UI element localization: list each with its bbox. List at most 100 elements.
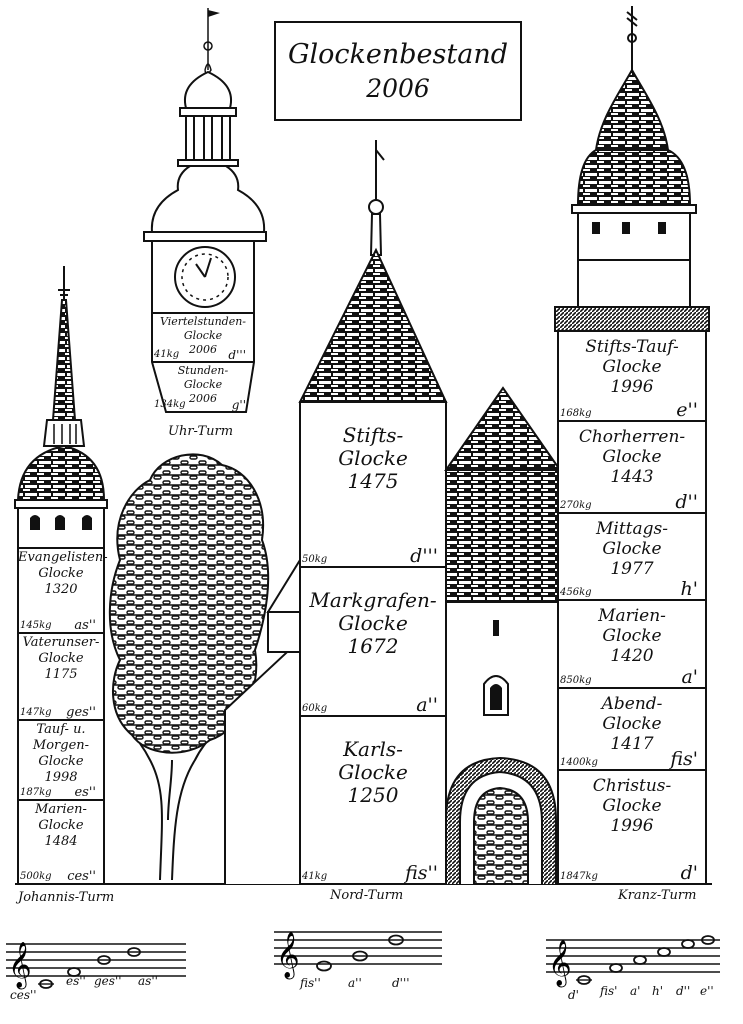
bell-weight: 1847kg — [560, 871, 598, 882]
bell-weight: 270kg — [560, 500, 592, 511]
staff-middle: 𝄞 — [274, 931, 442, 980]
uhr-tower-drawing — [143, 8, 267, 413]
bell-weight: 147kg — [20, 707, 52, 718]
bell-name-line: Viertelstunden- — [159, 315, 247, 328]
bell-weight: 60kg — [302, 703, 328, 714]
bell-weight: 187kg — [20, 787, 52, 798]
svg-text:𝄞: 𝄞 — [276, 932, 300, 980]
note-label-middle: d''' — [392, 976, 410, 990]
bell-name-line: Glocke — [38, 818, 84, 833]
connecting-building-drawing — [224, 556, 301, 884]
bell-name-line: 1484 — [44, 834, 78, 849]
bell-name-line: Marien- — [35, 802, 87, 817]
bell-name-line: Glocke — [338, 446, 408, 470]
bell-tone: as'' — [74, 618, 96, 633]
note-label-right: e'' — [700, 984, 714, 998]
bell-name-line: Tauf- u. — [36, 722, 86, 737]
bell-name-line: Markgrafen- — [309, 588, 437, 612]
staff-right: 𝄞 — [546, 935, 720, 988]
bell-weight: 168kg — [560, 408, 592, 419]
bell-tone: h' — [680, 578, 698, 600]
bell-weight: 41kg — [302, 871, 328, 882]
nord-tower-drawing — [298, 140, 448, 885]
note-label-left: ges'' — [94, 974, 122, 988]
kranz-tower-drawing — [554, 6, 710, 885]
tree-drawing — [108, 453, 270, 881]
bell-name-line: 1417 — [610, 734, 654, 754]
bell-name-line: Abend- — [601, 694, 663, 714]
note-label-left: ces'' — [10, 988, 37, 1002]
bell-tone: a' — [681, 666, 698, 688]
bell-name-line: 1996 — [610, 816, 654, 836]
bell-name-line: 2006 — [189, 392, 217, 405]
bell-name-line: Morgen- — [32, 738, 90, 753]
bell-name-line: 1320 — [44, 582, 78, 597]
tower-name-johannis: Johannis-Turm — [18, 890, 115, 905]
bell-name-line: 1672 — [347, 634, 399, 658]
note-label-middle: a'' — [348, 976, 362, 990]
bell-name-line: Stunden- — [177, 364, 229, 377]
tower-name-uhr: Uhr-Turm — [168, 424, 234, 439]
bell-name-line: Glocke — [602, 357, 662, 377]
bell-name-line: Christus- — [592, 776, 672, 796]
note-label-left: as'' — [138, 974, 158, 988]
bell-name-line: Karls- — [343, 737, 403, 761]
bell-name-line: Glocke — [183, 378, 223, 391]
bell-name-line: Glocke — [602, 539, 662, 559]
bell-name-line: Vaterunser- — [22, 635, 100, 650]
bell-weight: 134kg — [154, 399, 186, 410]
bell-name-line: Glocke — [602, 796, 662, 816]
note-label-right: fis' — [600, 984, 618, 998]
bell-name-line: 2006 — [189, 343, 217, 356]
bell-name-line: 1977 — [610, 559, 654, 579]
title-box: Glockenbestand 2006 — [274, 21, 522, 121]
bell-weight: 41kg — [154, 349, 180, 360]
bell-tone: fis' — [670, 748, 698, 770]
bell-tone: fis'' — [405, 862, 438, 884]
bell-name-line: Evangelisten- — [18, 550, 108, 565]
bell-name-line: Glocke — [338, 611, 408, 635]
bell-tone: es'' — [74, 785, 96, 800]
gate-tower-drawing — [444, 386, 562, 885]
bell-name-line: 1175 — [44, 667, 78, 682]
bell-weight: 1400kg — [560, 757, 598, 768]
bell-name-line: 1996 — [610, 377, 654, 397]
bell-name-line: Chorherren- — [578, 427, 686, 447]
bell-tone: a'' — [416, 694, 438, 716]
note-label-right: h' — [652, 984, 664, 998]
bell-name-line: Glocke — [602, 447, 662, 467]
bell-weight: 850kg — [560, 675, 592, 686]
bell-name-line: Stifts-Tauf- — [585, 337, 679, 357]
staff-left: 𝄞 — [6, 942, 186, 990]
bell-weight: 500kg — [20, 871, 52, 882]
svg-text:𝄞: 𝄞 — [548, 940, 572, 988]
bell-tone: e'' — [676, 399, 698, 421]
note-label-right: a' — [630, 984, 641, 998]
bell-weight: 456kg — [560, 587, 592, 598]
bell-name-line: Glocke — [602, 626, 662, 646]
note-label-middle: fis'' — [300, 976, 321, 990]
title-text: Glockenbestand — [287, 39, 509, 70]
johannis-tower-drawing — [14, 266, 108, 885]
bell-weight: 50kg — [302, 554, 328, 565]
title-year: 2006 — [366, 74, 430, 103]
bell-tone: d' — [680, 862, 698, 884]
bell-name-line: Stifts- — [342, 423, 404, 447]
tower-name-nord: Nord-Turm — [330, 888, 404, 903]
bell-name-line: Mittags- — [596, 519, 668, 539]
bell-name-line: 1998 — [44, 770, 78, 785]
tower-name-kranz: Kranz-Turm — [618, 888, 697, 903]
bell-tone: d''' — [410, 545, 438, 567]
note-label-right: d'' — [676, 984, 691, 998]
